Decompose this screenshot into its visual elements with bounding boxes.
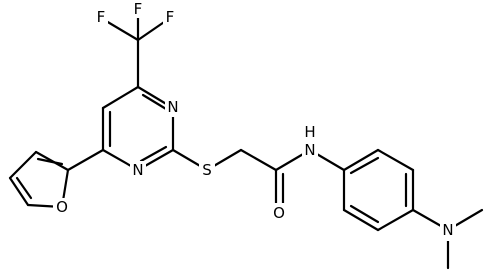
- atom-f3: F: [163, 7, 177, 27]
- atom-o-carbonyl: O: [270, 203, 290, 223]
- atom-nh-label: N: [304, 141, 315, 159]
- bond-ch2-co: [239, 148, 278, 172]
- atom-f1-label: F: [97, 8, 106, 26]
- atom-o-carbonyl-label: O: [273, 204, 285, 222]
- atom-n-amine: N: [440, 221, 456, 241]
- bond-ar5-ar6-inner: [349, 204, 380, 224]
- atom-h-label: H: [304, 123, 315, 141]
- atom-f2-label: F: [134, 0, 143, 18]
- atom-n2: N: [130, 161, 146, 181]
- atom-labels: F F F N N O S H N: [53, 0, 456, 241]
- bond-ar1-ar2-inner: [349, 156, 380, 175]
- atom-nh: H N: [302, 123, 318, 159]
- atom-o-furan-label: O: [56, 198, 68, 216]
- atom-n-amine-label: N: [442, 221, 453, 239]
- bond-furan-c4-c5: [8, 176, 30, 207]
- atom-f1: F: [94, 7, 108, 27]
- bond-ar5-ar6: [342, 208, 380, 232]
- bond-lines: [8, 8, 484, 270]
- bond-furan-c3-c4: [8, 150, 38, 180]
- bond-c5-c6: [101, 85, 140, 110]
- bond-ar4-ar5: [376, 208, 415, 232]
- atom-n2-label: N: [132, 161, 143, 179]
- atom-s: S: [199, 160, 215, 180]
- atom-s-label: S: [202, 161, 212, 179]
- bond-c4-furan: [66, 148, 105, 172]
- atom-o-furan: O: [53, 198, 71, 218]
- atom-f3-label: F: [166, 8, 175, 26]
- bond-ar1-ar2: [342, 148, 380, 172]
- atom-n1-label: N: [167, 98, 178, 116]
- bond-ar2-ar3: [376, 148, 415, 172]
- bond-c2-n3-inner: [139, 145, 168, 163]
- atom-f2: F: [131, 0, 145, 18]
- bond-furan-c2-c3-inner: [36, 157, 64, 166]
- atom-n1: N: [165, 97, 181, 117]
- bond-furan-c4-c5-inner: [15, 176, 33, 200]
